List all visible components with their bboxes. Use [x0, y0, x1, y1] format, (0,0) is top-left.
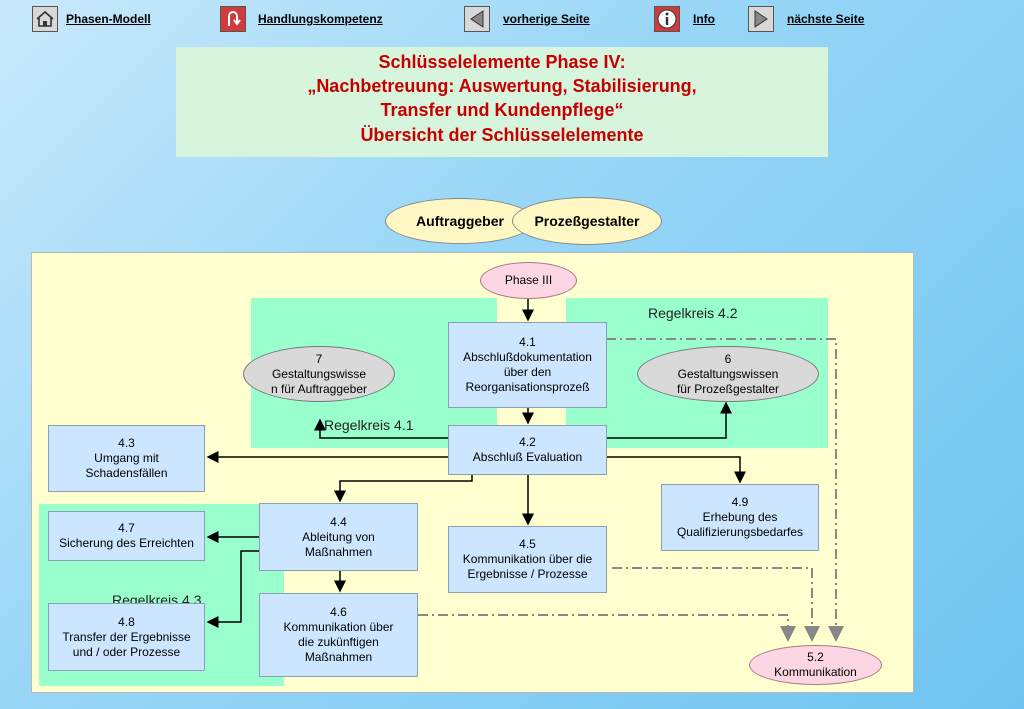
node-4-5-number: 4.5 — [519, 537, 536, 551]
node-6-number: 6 — [724, 351, 732, 366]
node-4-6-line2: Kommunikation über — [283, 620, 394, 634]
info-link[interactable]: Info — [693, 12, 715, 26]
regelkreis-41-label: Regelkreis 4.1 — [324, 417, 414, 433]
node-4-7-number: 4.7 — [118, 521, 135, 535]
node-4-5-line2: Kommunikation über die — [462, 552, 593, 566]
title-line-2: „Nachbetreuung: Auswertung, Stabilisieru… — [307, 76, 697, 96]
node-4-9-box: 4.9 Erhebung des Qualifizierungsbedarfes — [661, 484, 819, 551]
node-4-2-number: 4.2 — [519, 435, 536, 449]
node-5-2-line2: Kommunikation — [774, 665, 857, 679]
title-line-3: Transfer und Kundenpflege“ — [380, 100, 624, 120]
prozessgestalter-label: Prozeßgestalter — [534, 212, 640, 229]
node-4-4-line3: Maßnahmen — [304, 544, 373, 559]
node-7-line3: n für Auftraggeber — [270, 381, 368, 396]
node-4-1-number: 4.1 — [519, 335, 536, 349]
node-4-7-box: 4.7 Sicherung des Erreichten — [48, 511, 205, 561]
node-4-4-box: 4.4 Ableitung von Maßnahmen — [259, 503, 418, 571]
phasen-modell-link[interactable]: Phasen-Modell — [66, 12, 151, 26]
node-4-6-number: 4.6 — [330, 605, 347, 619]
node-4-1-box: 4.1 Abschlußdokumentation über den Reorg… — [448, 322, 607, 408]
handlungskompetenz-link[interactable]: Handlungskompetenz — [258, 12, 383, 26]
node-4-9-line2: Erhebung des — [702, 510, 778, 524]
back-arrow-icon[interactable] — [464, 6, 490, 32]
prozessgestalter-ellipse: Prozeßgestalter — [512, 197, 662, 245]
node-7-ellipse: 7 Gestaltungswisse n für Auftraggeber — [243, 346, 395, 402]
auftraggeber-label: Auftraggeber — [416, 212, 504, 229]
node-4-5-box: 4.5 Kommunikation über die Ergebnisse / … — [448, 526, 607, 593]
regelkreis-42-label: Regelkreis 4.2 — [648, 305, 738, 321]
forward-arrow-icon[interactable] — [748, 6, 774, 32]
node-5-2-ellipse: 5.2 Kommunikation — [749, 645, 882, 685]
title-box: Schlüsselelemente Phase IV: „Nachbetreuu… — [176, 47, 828, 157]
node-4-6-line4: Maßnahmen — [304, 650, 373, 664]
auftraggeber-ellipse: Auftraggeber — [385, 198, 535, 244]
node-7-line2: Gestaltungswisse — [271, 366, 367, 381]
node-4-2-box: 4.2 Abschluß Evaluation — [448, 425, 607, 475]
node-4-3-box: 4.3 Umgang mit Schadensfällen — [48, 425, 205, 492]
node-4-8-box: 4.8 Transfer der Ergebnisse und / oder P… — [48, 603, 205, 671]
node-5-2-number: 5.2 — [807, 650, 824, 664]
node-4-9-number: 4.9 — [731, 495, 749, 509]
node-4-1-line4: Reorganisationsprozeß — [465, 380, 590, 394]
node-4-1-line3: über den — [503, 365, 552, 379]
phase-3-ellipse: Phase III — [480, 262, 577, 299]
node-6-line3: für Prozeßgestalter — [676, 381, 780, 396]
node-4-4-line2: Ableitung von — [302, 529, 375, 544]
node-6-line2: Gestaltungswissen — [677, 366, 779, 381]
node-4-6-line3: die zukünftigen — [298, 635, 379, 649]
home-icon[interactable] — [32, 6, 58, 32]
vorherige-seite-link[interactable]: vorherige Seite — [503, 12, 590, 26]
title-line-4: Übersicht der Schlüsselelemente — [360, 125, 644, 145]
node-4-5-line3: Ergebnisse / Prozesse — [467, 567, 588, 581]
node-4-3-line2: Umgang mit — [94, 451, 159, 465]
node-4-9-line3: Qualifizierungsbedarfes — [676, 525, 804, 539]
node-4-3-line3: Schadensfällen — [85, 466, 168, 480]
node-4-1-line2: Abschlußdokumentation — [463, 350, 592, 364]
node-4-8-line2: Transfer der Ergebnisse — [62, 629, 191, 644]
node-4-7-line2: Sicherung des Erreichten — [59, 536, 194, 550]
info-icon[interactable] — [654, 6, 680, 32]
node-4-8-number: 4.8 — [118, 614, 135, 629]
node-4-4-number: 4.4 — [330, 514, 347, 529]
node-4-8-line3: und / oder Prozesse — [72, 644, 181, 659]
naechste-seite-link[interactable]: nächste Seite — [787, 12, 865, 26]
node-4-6-box: 4.6 Kommunikation über die zukünftigen M… — [259, 593, 418, 677]
node-4-3-number: 4.3 — [118, 436, 135, 450]
node-4-2-line2: Abschluß Evaluation — [472, 450, 583, 464]
phase-3-label: Phase III — [504, 273, 553, 287]
node-7-number: 7 — [315, 351, 323, 366]
node-6-ellipse: 6 Gestaltungswissen für Prozeßgestalter — [637, 346, 819, 402]
title-line-1: Schlüsselelemente Phase IV: — [378, 52, 626, 72]
u-turn-icon[interactable] — [220, 6, 246, 32]
